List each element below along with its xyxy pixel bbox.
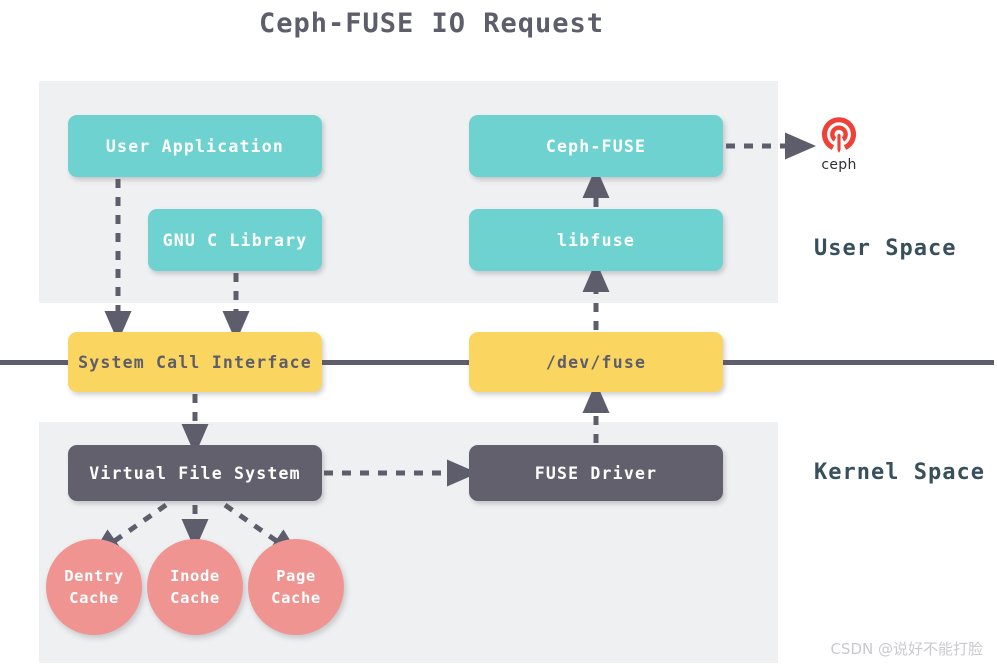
cache-dentry-label-line2: Cache: [69, 589, 119, 607]
node-libfuse-label: libfuse: [557, 230, 635, 250]
cache-page-label-line1: Page: [276, 566, 316, 585]
cache-dentry-label-line1: Dentry: [64, 566, 124, 585]
cache-inode-label-line2: Cache: [170, 589, 220, 607]
ceph-logo-label: ceph: [821, 157, 857, 173]
ceph-octopus-icon: [821, 117, 857, 153]
cache-page-label-line2: Cache: [271, 589, 321, 607]
node-user-application[interactable]: User Application: [68, 115, 322, 177]
node-libfuse[interactable]: libfuse: [469, 209, 723, 271]
node-dev-fuse-label: /dev/fuse: [545, 352, 647, 372]
node-system-call-interface[interactable]: System Call Interface: [68, 332, 322, 392]
cache-inode-label-line1: Inode: [170, 566, 220, 585]
node-user-application-label: User Application: [105, 136, 285, 156]
zone-label-kernel-space: Kernel Space: [814, 460, 985, 485]
node-virtual-file-system-label: Virtual File System: [89, 463, 301, 483]
zone-label-user-space: User Space: [814, 236, 957, 261]
node-system-call-interface-label: System Call Interface: [78, 352, 312, 372]
node-gnu-c-library-label: GNU C Library: [162, 230, 308, 250]
cache-inode[interactable]: Inode Cache: [147, 539, 243, 635]
node-ceph-fuse[interactable]: Ceph-FUSE: [469, 115, 723, 177]
ceph-logo: ceph: [810, 114, 868, 176]
node-virtual-file-system[interactable]: Virtual File System: [68, 445, 322, 501]
cache-page[interactable]: Page Cache: [248, 539, 344, 635]
node-fuse-driver-label: FUSE Driver: [534, 463, 658, 483]
node-dev-fuse[interactable]: /dev/fuse: [469, 332, 723, 392]
node-fuse-driver[interactable]: FUSE Driver: [469, 445, 723, 501]
cache-dentry[interactable]: Dentry Cache: [46, 539, 142, 635]
watermark: CSDN @说好不能打脸: [830, 640, 983, 658]
node-gnu-c-library[interactable]: GNU C Library: [148, 209, 322, 271]
node-ceph-fuse-label: Ceph-FUSE: [545, 136, 647, 156]
page-title: Ceph-FUSE IO Request: [258, 8, 605, 39]
